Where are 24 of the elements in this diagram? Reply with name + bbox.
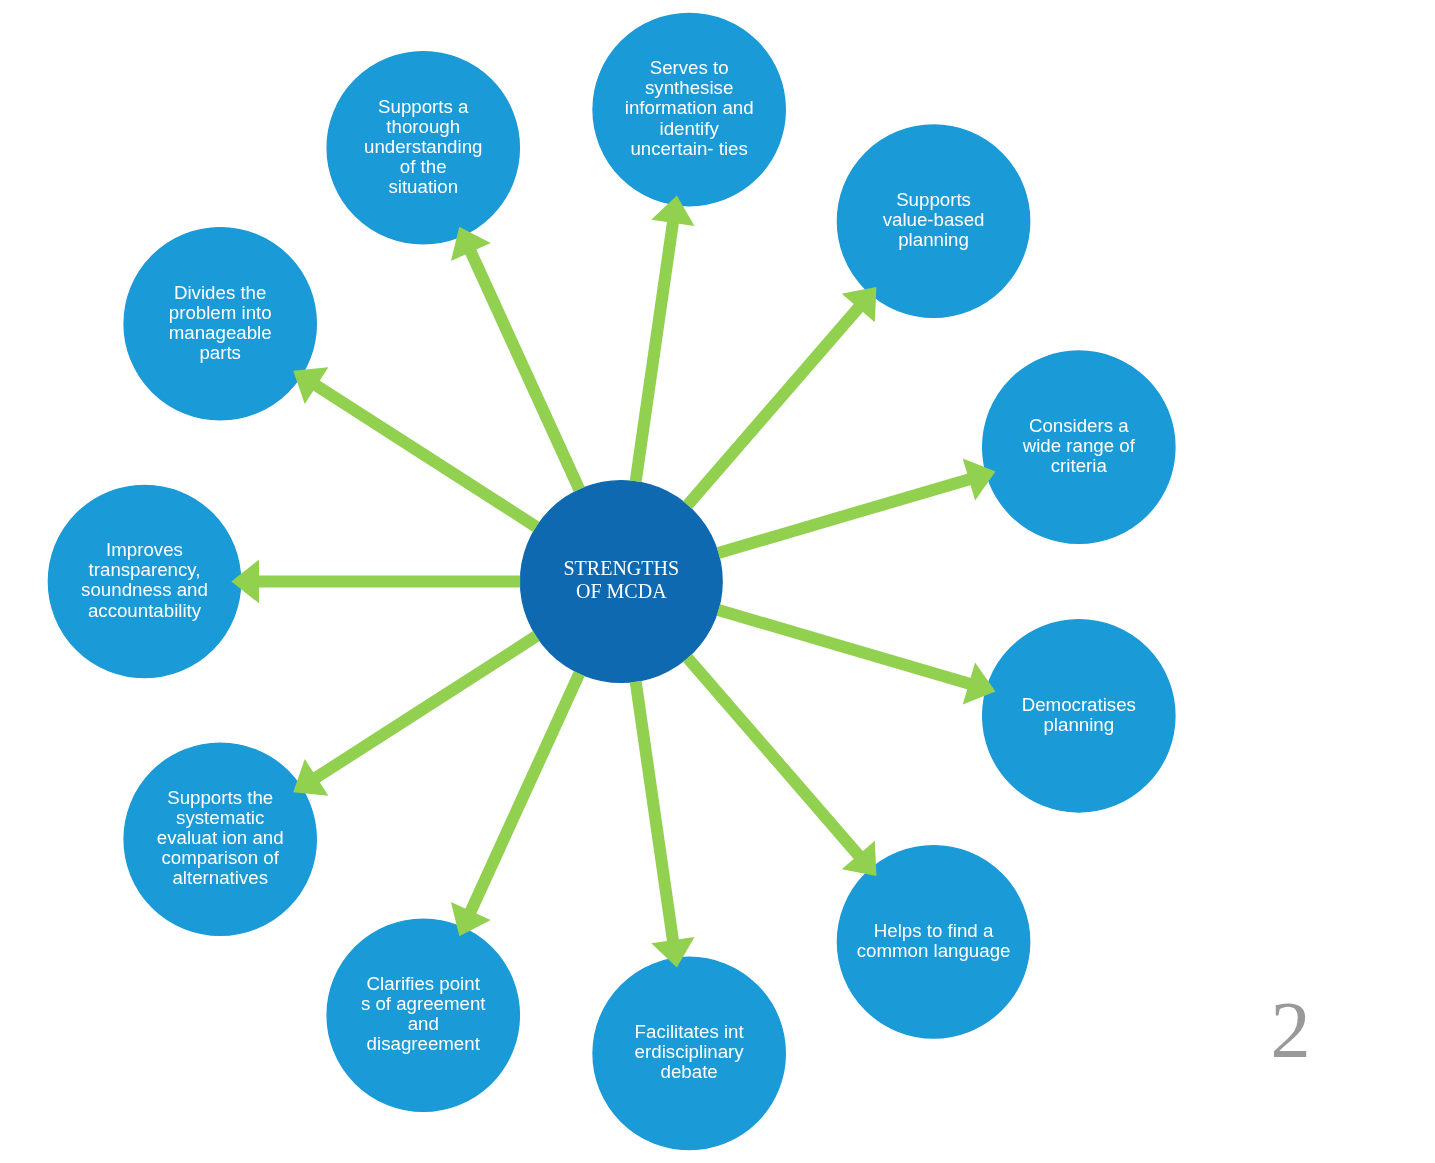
node-circle: Divides the problem into manageable parts: [123, 226, 318, 421]
node-circle: Improves transparency, soundness and accountability: [47, 484, 242, 679]
arrow: [683, 287, 877, 509]
arrow: [293, 631, 540, 796]
arrow: [716, 604, 996, 705]
node-circle: STRENGTHS OF MCDA: [519, 480, 723, 683]
node-circle: Supports a thorough understanding of the situation: [326, 50, 521, 245]
node-circle: Helps to find a common language: [836, 845, 1031, 1039]
arrow: [629, 195, 695, 483]
node-circle: Supports value-based planning: [836, 124, 1031, 318]
node-circle: Clarifies point s of agreement and disagreement: [326, 918, 521, 1113]
arrow: [450, 671, 585, 937]
label: 2: [1270, 986, 1311, 1075]
node-circle: Facilitates interdisciplinary debate: [592, 956, 786, 1151]
arrow: [450, 226, 585, 492]
node-circle: Serves to synthesise information and identify uncertain- ties: [592, 12, 786, 207]
node-circle: Supports the systematic evaluat ion and comparison of alternatives: [123, 742, 318, 937]
arrow: [293, 367, 540, 532]
node-circle: Democratises planning: [981, 619, 1176, 813]
arrow: [629, 680, 695, 968]
arrow: [716, 458, 996, 559]
arrow: [683, 654, 877, 876]
node-circle: Considers a wide range of criteria: [981, 350, 1176, 544]
arrow: [231, 559, 521, 604]
